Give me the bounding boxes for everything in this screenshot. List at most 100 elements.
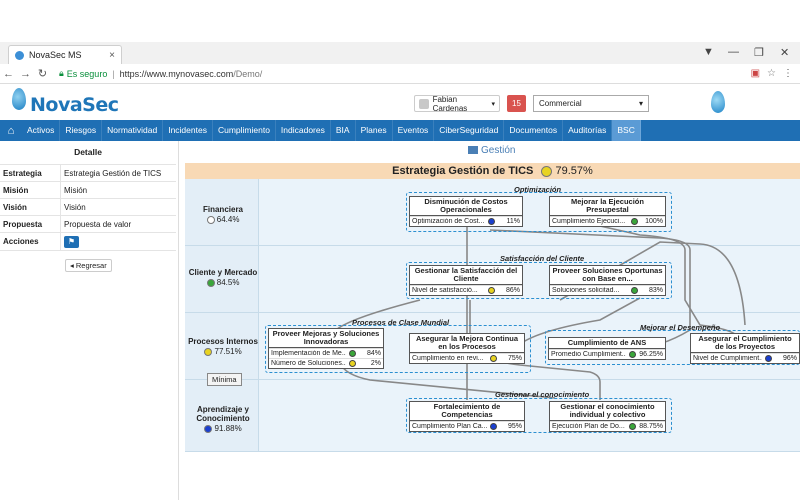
indicator-row[interactable]: Cumplimiento en revi...75%: [410, 352, 524, 363]
status-dot: [490, 354, 497, 362]
indicator-row[interactable]: Número de Soluciones...2%: [269, 357, 383, 368]
favicon-icon: [15, 50, 24, 60]
theme-satisfaccion: [406, 262, 672, 299]
indicator-row[interactable]: Promedio Cumplimient...96.25%: [549, 348, 665, 359]
objective-card[interactable]: Mejorar la Ejecución Presupestal Cumplim…: [549, 196, 666, 227]
download-icon[interactable]: ▼: [703, 46, 714, 58]
map-title: Estrategia Gestión de TICS: [392, 165, 534, 177]
indicator-name: Ejecución Plan de Do...: [552, 422, 625, 430]
objective-title: Gestionar el conocimiento individual y c…: [550, 402, 665, 421]
nav-incidentes[interactable]: Incidentes: [163, 120, 213, 141]
indicator-row[interactable]: Optimización de Cost...11%: [410, 215, 522, 226]
perspective-value: 84.5%: [216, 278, 240, 288]
nav-eventos[interactable]: Eventos: [393, 120, 435, 141]
objective-card[interactable]: Asegurar el Cumplimiento de los Proyecto…: [690, 333, 800, 364]
novasec-logo[interactable]: NovaSec: [10, 88, 119, 116]
browser-tab[interactable]: NovaSec MS ×: [8, 45, 122, 64]
row-key: Estrategia: [3, 168, 42, 178]
back-button[interactable]: ◂ Regresar: [65, 259, 112, 272]
back-label: Regresar: [75, 261, 107, 270]
indicator-row[interactable]: Cumplimiento Plan Ca...95%: [410, 420, 524, 431]
app-header: [0, 84, 800, 120]
nav-auditorias[interactable]: Auditorías: [563, 120, 613, 141]
minima-tooltip: Mínima: [207, 373, 242, 386]
tab-close-icon[interactable]: ×: [109, 49, 115, 61]
objective-card[interactable]: Disminución de Costos Operacionales Opti…: [409, 196, 523, 227]
notifications-badge[interactable]: 15: [507, 95, 526, 112]
menu-icon[interactable]: ⋮: [783, 68, 793, 79]
indicator-value: 75%: [507, 354, 522, 362]
nav-ciberseguridad[interactable]: CiberSeguridad: [434, 120, 505, 141]
perspective-name: Cliente y Mercado: [188, 268, 258, 277]
objective-card[interactable]: Cumplimiento de ANS Promedio Cumplimient…: [548, 337, 666, 360]
indicator-value: 96%: [782, 354, 797, 362]
indicator-row[interactable]: Soluciones solicitad...83%: [550, 284, 665, 295]
row-value: Estrategia Gestión de TICS: [60, 165, 176, 181]
back-icon[interactable]: ←: [3, 67, 14, 80]
arrow-left-icon: ◂: [70, 261, 76, 270]
objective-title: Cumplimiento de ANS: [549, 338, 665, 349]
restore-icon[interactable]: ❐: [754, 47, 764, 59]
user-dropdown[interactable]: Fabian Cardenas ▾: [414, 95, 500, 113]
perspective-value-row: 91.88%: [188, 424, 258, 433]
objective-card[interactable]: Proveer Mejoras y Soluciones Innovadoras…: [268, 328, 384, 369]
indicator-value: 96.25%: [639, 350, 663, 358]
status-dot: [488, 217, 495, 225]
indicator-row[interactable]: Ejecución Plan de Do...88.75%: [550, 420, 665, 431]
star-icon[interactable]: ☆: [767, 68, 776, 79]
url-field[interactable]: https://www.mynovasec.com/Demo/: [120, 69, 751, 79]
objective-title: Fortalecimiento de Competencias: [410, 402, 524, 421]
objective-title: Asegurar el Cumplimiento de los Proyecto…: [691, 334, 799, 353]
perspective-value: 64.4%: [216, 215, 240, 225]
nav-indicadores[interactable]: Indicadores: [276, 120, 331, 141]
detail-row-estrategia: Estrategia Estrategia Gestión de TICS: [0, 164, 176, 181]
nav-activos[interactable]: Activos: [22, 120, 61, 141]
indicator-row[interactable]: Nivel de satisfacció...86%: [410, 284, 522, 295]
objective-card[interactable]: Gestionar la Satisfacción del Cliente Ni…: [409, 265, 523, 296]
detail-title: Detalle: [74, 147, 102, 157]
tab-title: NovaSec MS: [29, 50, 82, 60]
objective-title: Disminución de Costos Operacionales: [410, 197, 522, 216]
main-nav: ⌂ Activos Riesgos Normatividad Incidente…: [0, 120, 800, 141]
status-dot: [349, 349, 356, 357]
nav-riesgos[interactable]: Riesgos: [60, 120, 103, 141]
indicator-name: Implementación de Me...: [271, 349, 346, 357]
theme-procesos: [265, 325, 531, 373]
perspective-cliente: Cliente y Mercado 84.5%: [188, 268, 258, 287]
home-icon[interactable]: ⌂: [7, 124, 15, 137]
context-select[interactable]: Commercial ▾: [533, 95, 649, 112]
nav-normatividad[interactable]: Normatividad: [102, 120, 164, 141]
row-key: Propuesta: [3, 219, 43, 229]
indicator-row[interactable]: Nivel de Cumplimient...96%: [691, 352, 799, 363]
theme-optimizacion: [406, 192, 672, 232]
row-value: Propuesta de valor: [60, 216, 176, 232]
perspective-value: 91.88%: [214, 424, 242, 434]
status-dot: [629, 350, 637, 358]
status-dot: [631, 217, 638, 225]
status-dot: [765, 354, 772, 362]
nav-cumplimiento[interactable]: Cumplimiento: [213, 120, 276, 141]
objective-card[interactable]: Asegurar la Mejora Continua en los Proce…: [409, 333, 525, 364]
nav-planes[interactable]: Planes: [356, 120, 393, 141]
translate-icon[interactable]: ▣: [750, 68, 761, 79]
close-window-icon[interactable]: ✕: [780, 47, 790, 59]
nav-documentos[interactable]: Documentos: [504, 120, 564, 141]
status-dot: [204, 348, 213, 357]
indicator-value: 11%: [506, 217, 521, 225]
nav-bia[interactable]: BIA: [331, 120, 356, 141]
objective-card[interactable]: Fortalecimiento de Competencias Cumplimi…: [409, 401, 525, 432]
minimize-icon[interactable]: —: [728, 46, 739, 58]
flag-icon[interactable]: ⚑: [64, 235, 79, 248]
section-gestion[interactable]: Gestión: [468, 145, 515, 156]
nav-bsc[interactable]: BSC: [612, 120, 641, 141]
objective-card[interactable]: Gestionar el conocimiento individual y c…: [549, 401, 666, 432]
indicator-name: Número de Soluciones...: [271, 359, 346, 367]
indicator-row[interactable]: Implementación de Me...84%: [269, 347, 383, 358]
indicator-row[interactable]: Cumplimiento Ejecuci...100%: [550, 215, 665, 226]
forward-icon[interactable]: →: [20, 67, 31, 80]
indicator-name: Cumplimiento Plan Ca...: [412, 422, 487, 430]
reload-icon[interactable]: ↻: [37, 68, 48, 80]
objective-card[interactable]: Proveer Soluciones Oportunas con Base en…: [549, 265, 666, 296]
map-title-pct: 79.57%: [555, 165, 593, 177]
